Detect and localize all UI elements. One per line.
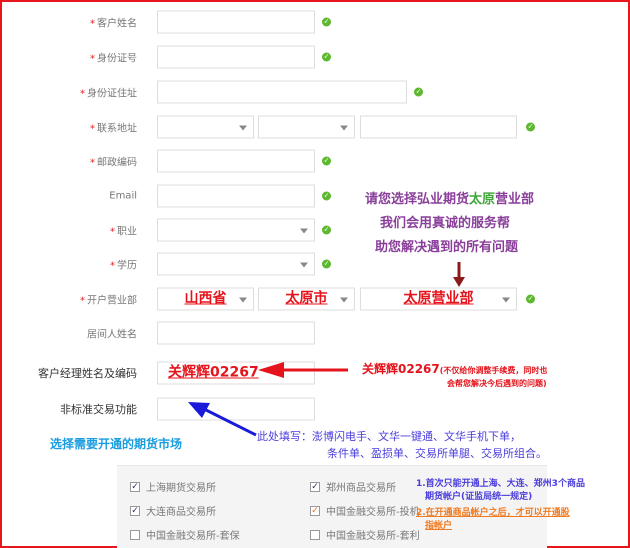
name-input[interactable] — [157, 10, 315, 34]
checkbox-label: 中国金融交易所-套保 — [146, 531, 240, 542]
text: 营业部 — [495, 192, 535, 207]
exchange-checkbox[interactable]: 中国金融交易所-套保 — [130, 527, 240, 542]
check-icon: ✓ — [322, 191, 331, 201]
email-label: Email — [109, 191, 137, 202]
check-icon: ✓ — [414, 87, 423, 97]
branch-promo-line3: 助您解决遇到的所有问题 — [375, 240, 519, 255]
branch-province-select[interactable]: 山西省 — [157, 287, 254, 311]
exchange-checkbox[interactable]: ✓ 郑州商品交易所 — [310, 479, 396, 494]
exchange-panel — [117, 465, 547, 548]
text: 关辉辉02267 — [362, 362, 440, 376]
contact-detail-input[interactable] — [360, 115, 517, 139]
education-label: *学历 — [110, 260, 137, 272]
branch-promo-line1: 请您选择弘业期货太原营业部 — [365, 188, 534, 207]
chevron-down-icon — [239, 125, 247, 131]
introducer-label: 居间人姓名 — [87, 326, 137, 341]
label-text: 身份证号 — [97, 53, 137, 65]
id-input[interactable] — [157, 45, 315, 69]
check-icon: ✓ — [526, 122, 535, 132]
select-value: 山西省 — [184, 290, 227, 307]
check-icon: ✓ — [322, 17, 331, 27]
nonstandard-note-line2: 条件单、盈损单、交易所单腿、交易所组合。 — [327, 447, 547, 460]
exchange-checkbox[interactable]: 中国金融交易所-套利 — [310, 527, 420, 542]
rule-2-line2: 指帐户 — [425, 521, 453, 531]
job-select[interactable] — [157, 218, 315, 242]
contact-address-label: *联系地址 — [90, 123, 137, 135]
select-value: 太原市 — [285, 290, 328, 307]
checkbox-label: 大连商品交易所 — [146, 507, 216, 518]
chevron-down-icon — [300, 262, 308, 268]
checkbox-label: 中国金融交易所-套利 — [326, 531, 420, 542]
label-text: Email — [109, 190, 137, 202]
manager-label: 客户经理姓名及编码 — [38, 365, 137, 381]
manager-note: 关辉辉02267(不仅给你调整手续费，同时也 — [362, 360, 547, 377]
chevron-down-icon — [300, 228, 308, 234]
select-value: 太原营业部 — [403, 290, 474, 307]
manager-note-line2: 会帮您解决今后遇到的问题) — [447, 379, 547, 388]
label-text: 邮政编码 — [97, 157, 137, 169]
rule-1-line2: 期货帐户(证监局统一规定) — [425, 492, 533, 502]
branch-label: *开户营业部 — [80, 295, 137, 307]
check-icon: ✓ — [526, 294, 535, 304]
text: (不仅给你调整手续费，同时也 — [439, 366, 548, 375]
chevron-down-icon — [340, 297, 348, 303]
blue-arrow-icon — [188, 402, 257, 437]
name-label: *客户姓名 — [90, 18, 137, 30]
job-label: *职业 — [110, 226, 137, 238]
checkbox-label: 上海期货交易所 — [146, 483, 216, 494]
checkbox-icon[interactable]: ✓ — [130, 505, 140, 516]
zip-input[interactable] — [157, 149, 315, 173]
label-text: 职业 — [117, 226, 137, 238]
branch-promo-line2: 我们会用真诚的服务帮 — [380, 216, 511, 231]
label-text: 开户营业部 — [87, 295, 137, 307]
label-text: 客户经理姓名及编码 — [38, 367, 137, 380]
education-select[interactable] — [157, 252, 315, 276]
label-text: 身份证住址 — [87, 88, 137, 100]
input-value: 关辉辉02267 — [168, 364, 259, 381]
branch-office-select[interactable]: 太原营业部 — [360, 287, 517, 311]
rule-1-line1: 1.首次只能开通上海、大连、郑州3个商品 — [416, 479, 585, 489]
email-input[interactable] — [157, 184, 315, 208]
id-label: *身份证号 — [90, 53, 137, 65]
nonstandard-note-line1: 此处填写：澎博闪电手、文华一键通、文华手机下单， — [257, 430, 521, 443]
label-text: 居间人姓名 — [87, 329, 137, 341]
checkbox-icon[interactable] — [310, 529, 320, 540]
contact-province-select[interactable] — [157, 115, 254, 139]
nonstandard-label: 非标准交易功能 — [60, 401, 137, 417]
check-icon: ✓ — [322, 156, 331, 166]
checkbox-icon[interactable]: ✓ — [310, 505, 320, 516]
zip-label: *邮政编码 — [90, 157, 137, 169]
text: 太原 — [469, 192, 496, 207]
label-text: 非标准交易功能 — [60, 403, 137, 416]
chevron-down-icon — [502, 297, 510, 303]
arrow-down-icon — [453, 262, 465, 287]
chevron-down-icon — [239, 297, 247, 303]
branch-city-select[interactable]: 太原市 — [258, 287, 355, 311]
label-text: 学历 — [117, 260, 137, 272]
check-icon: ✓ — [322, 52, 331, 62]
text: 请您选择弘业期货 — [365, 192, 470, 207]
contact-city-select[interactable] — [258, 115, 355, 139]
checkbox-icon[interactable] — [130, 529, 140, 540]
label-text: 联系地址 — [97, 123, 137, 135]
id-address-input[interactable] — [157, 80, 407, 104]
label-text: 客户姓名 — [97, 18, 137, 30]
chevron-down-icon — [340, 125, 348, 131]
id-address-label: *身份证住址 — [80, 88, 137, 100]
checkbox-label: 郑州商品交易所 — [326, 483, 396, 494]
red-arrow-left-icon — [258, 362, 348, 378]
rule-2-line1: 2.在开通商品帐户之后，才可以开通股 — [416, 508, 570, 518]
check-icon: ✓ — [322, 225, 331, 235]
checkbox-icon[interactable]: ✓ — [310, 481, 320, 492]
exchange-checkbox[interactable]: ✓ 上海期货交易所 — [130, 479, 216, 494]
check-icon: ✓ — [322, 259, 331, 269]
checkbox-icon[interactable]: ✓ — [130, 481, 140, 492]
exchange-checkbox[interactable]: ✓ 大连商品交易所 — [130, 503, 216, 518]
market-title: 选择需要开通的期货市场 — [50, 437, 183, 451]
exchange-checkbox[interactable]: ✓ 中国金融交易所-投机 — [310, 503, 420, 518]
checkbox-label: 中国金融交易所-投机 — [326, 507, 420, 518]
introducer-input[interactable] — [157, 321, 315, 345]
